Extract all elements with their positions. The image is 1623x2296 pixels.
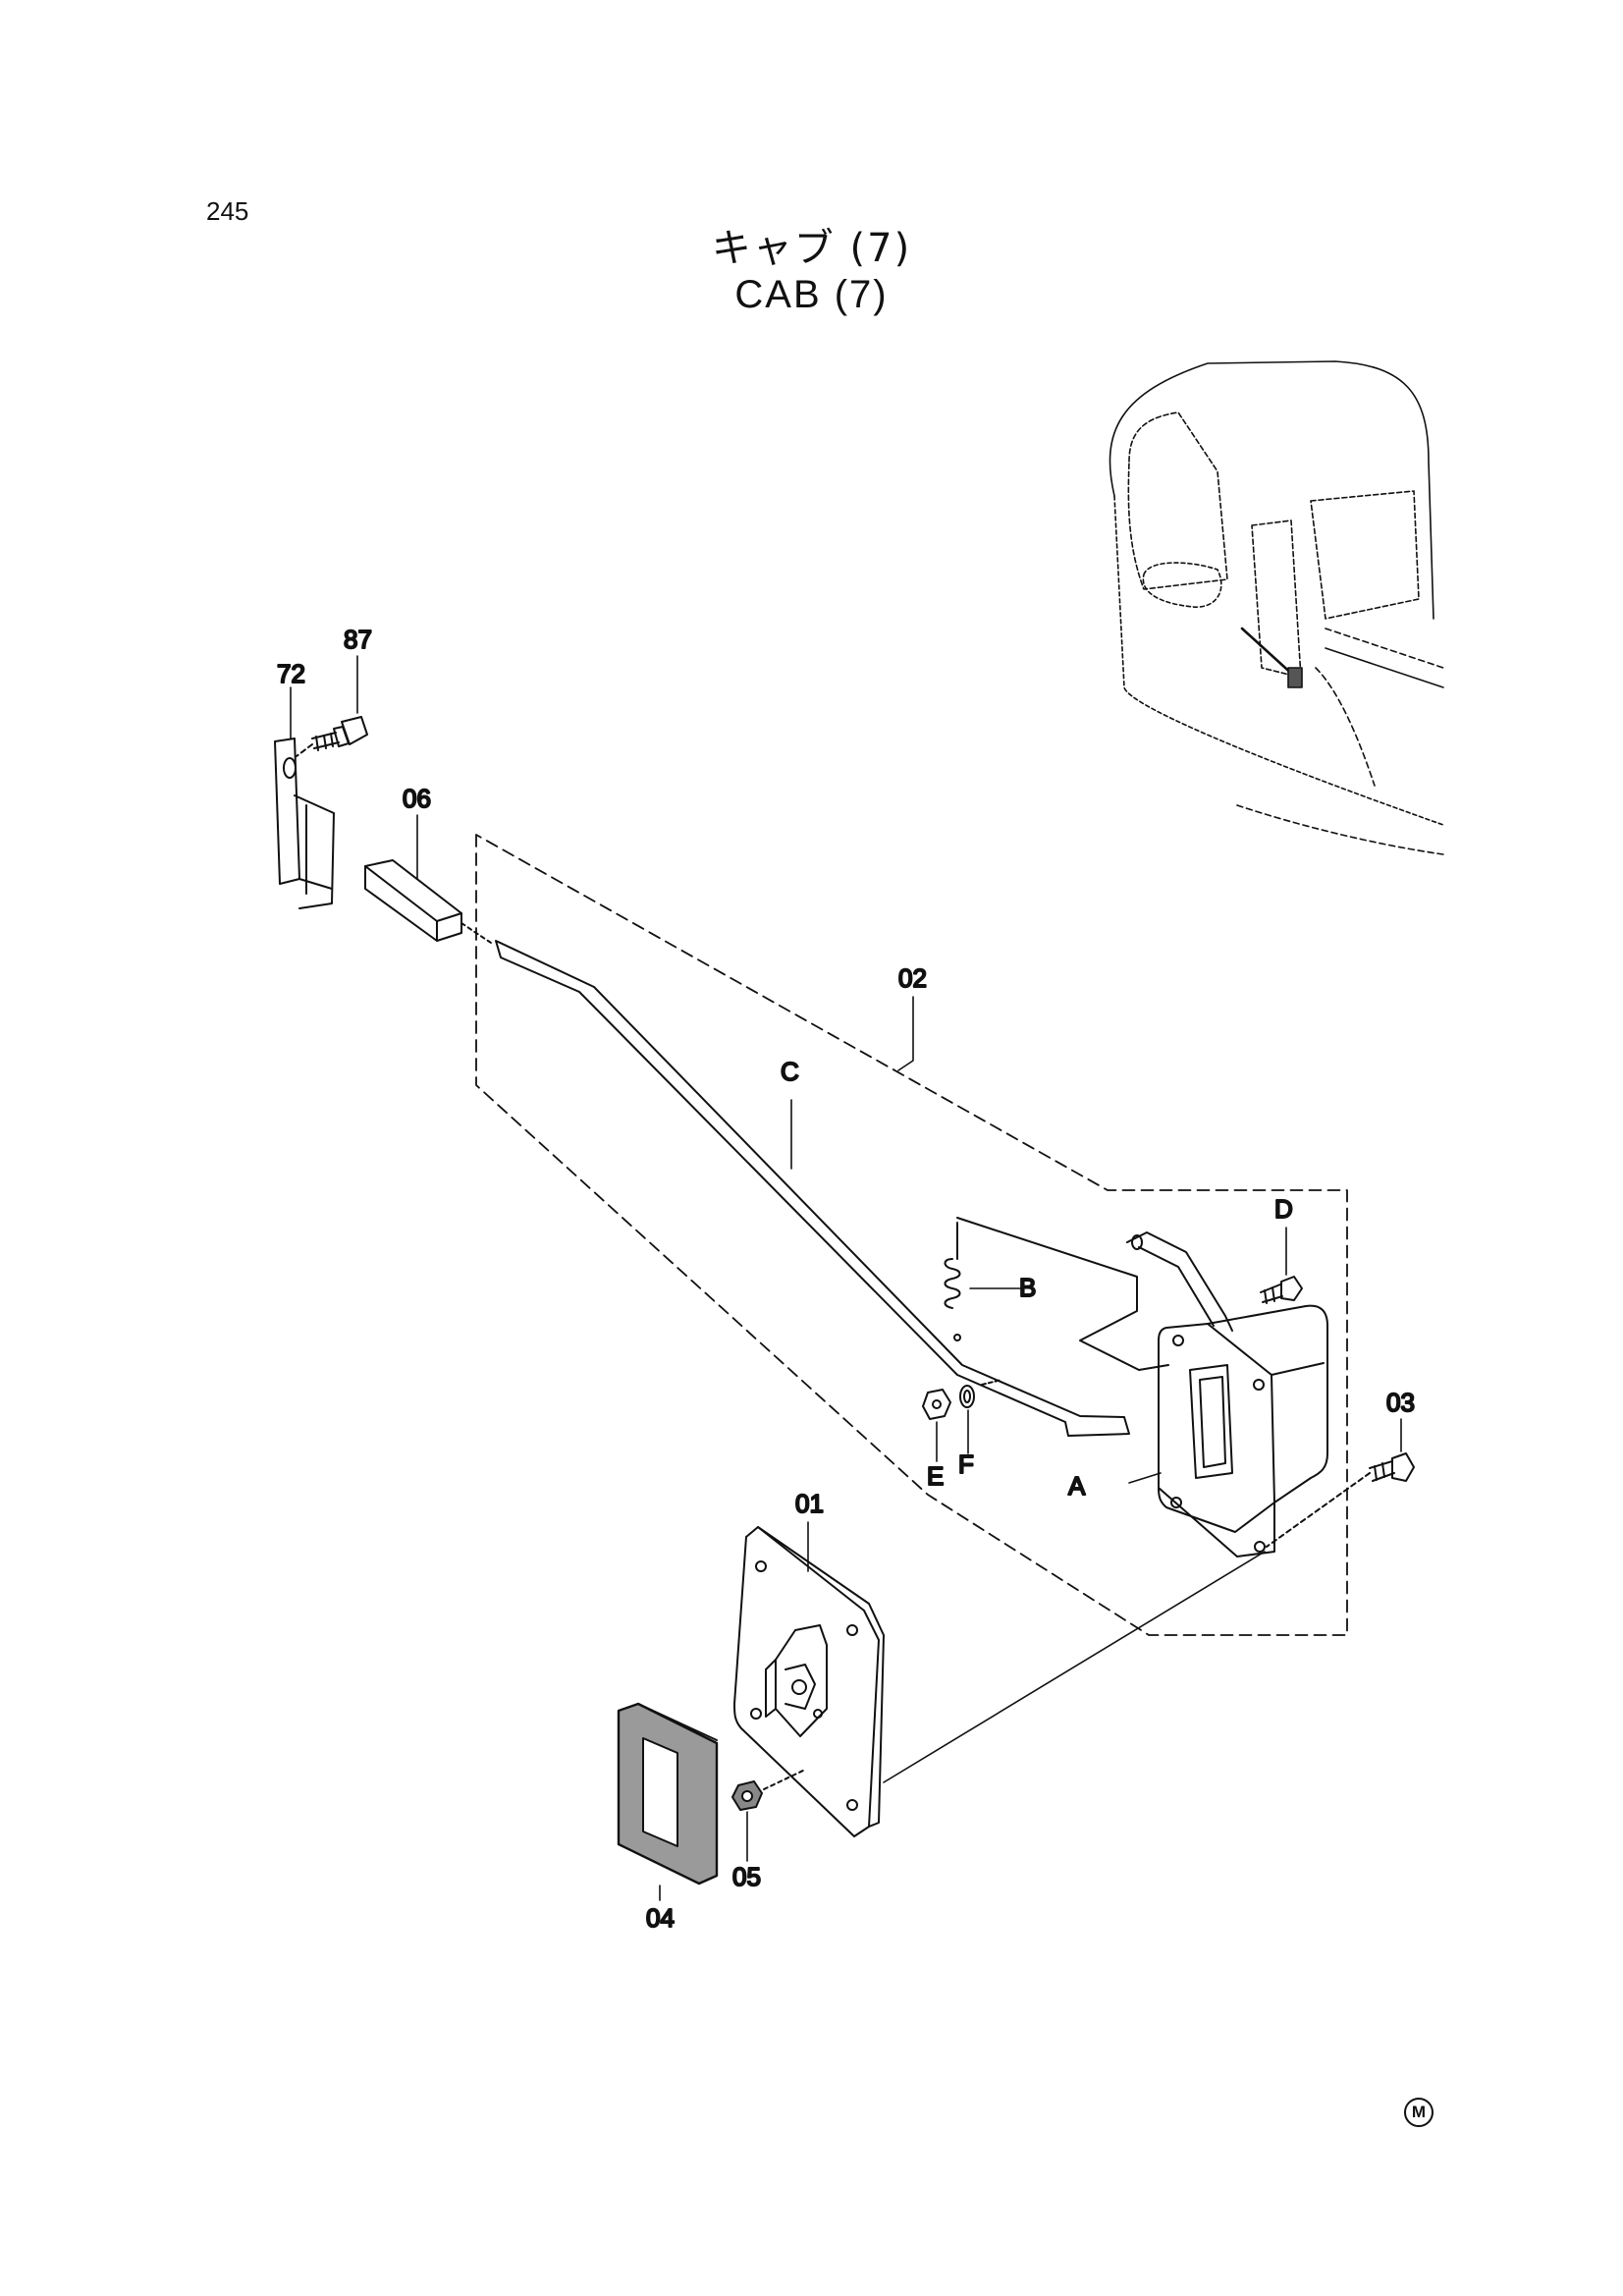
pad-04 [617,1702,719,1886]
label-f: F [958,1449,974,1479]
label-06: 06 [403,784,431,813]
washer-f [959,1379,1002,1408]
label-02: 02 [898,963,927,993]
leader-lines [290,655,1402,1901]
bracket-72 [274,738,335,909]
connection-line [883,1551,1266,1783]
bolt-03 [1266,1452,1415,1548]
label-d: D [1274,1194,1293,1224]
label-05: 05 [732,1862,761,1891]
block-06 [364,859,492,944]
bolt-87 [296,716,368,757]
label-72: 72 [277,659,305,688]
handle-housing-a [1158,1304,1328,1558]
label-c: C [781,1057,799,1086]
label-04: 04 [646,1903,675,1933]
bolt-d [1260,1276,1303,1304]
plate-01 [733,1526,885,1837]
nut-05 [731,1769,806,1811]
maker-mark: M [1404,2098,1434,2127]
page-number: 245 [206,196,249,226]
label-e: E [927,1461,944,1491]
handle-bracket [1126,1231,1233,1332]
assembly-02-boundary [475,834,1348,1636]
page-title-japanese: キャブ (7) [711,226,912,271]
label-01: 01 [795,1489,824,1518]
cab-inset-illustration [1109,360,1444,855]
page-title-english: CAB (7) [734,273,889,316]
nut-e [922,1389,951,1420]
label-03: 03 [1386,1388,1415,1417]
label-a: A [1068,1471,1086,1501]
label-87: 87 [344,625,372,654]
rod-c [495,940,1130,1437]
part-labels: 87 72 06 02 C B D E F A 03 01 05 04 [276,624,1416,1934]
spring-b [944,1217,1169,1371]
label-b: B [1019,1273,1036,1302]
